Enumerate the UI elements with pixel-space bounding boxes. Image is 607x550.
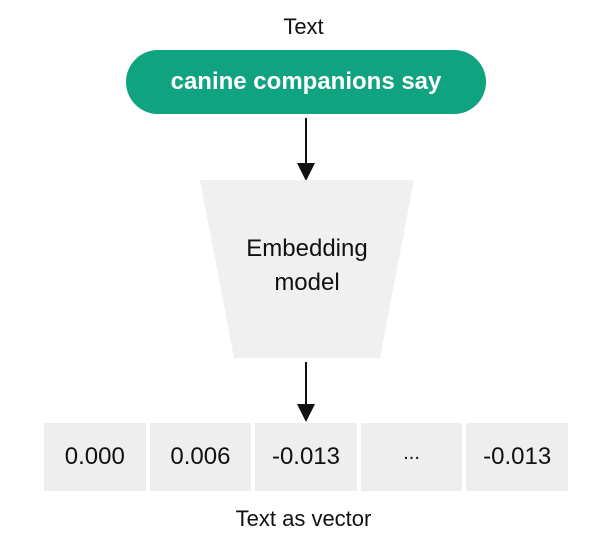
vector-cell: 0.000 — [44, 423, 146, 491]
vector-cell: -0.013 — [255, 423, 357, 491]
input-label: Text — [283, 14, 324, 39]
vector-row: 0.000 0.006 -0.013 ... -0.013 — [44, 423, 568, 491]
vector-cell: -0.013 — [466, 423, 568, 491]
vector-cell-ellipsis: ... — [360, 423, 463, 491]
model-label-line1: Embedding — [246, 235, 368, 262]
output-label: Text as vector — [235, 506, 372, 531]
model-label-line2: model — [274, 269, 340, 296]
embedding-model-label: Embedding model — [200, 232, 414, 300]
embedding-model-shape — [200, 180, 414, 358]
input-text-pill: canine companions say — [126, 50, 486, 114]
vector-cell: 0.006 — [149, 423, 252, 491]
